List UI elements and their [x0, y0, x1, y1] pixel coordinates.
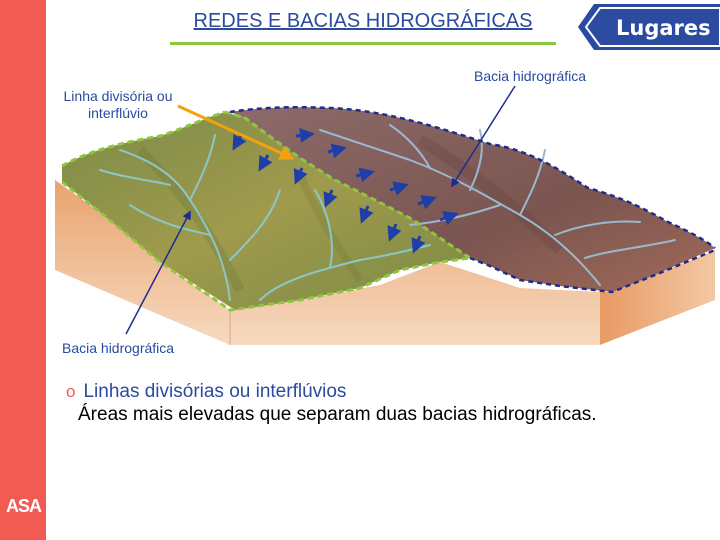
- basin-top-pointer-arrow: [451, 85, 516, 188]
- basin-label-top: Bacia hidrográfica: [474, 68, 587, 84]
- divide-line-central: [224, 110, 471, 260]
- divide-pointer-arrow: [177, 104, 295, 160]
- flow-arrows-left: [232, 133, 426, 254]
- divide-label: Linha divisória ou interflúvio: [63, 88, 173, 121]
- bullet-marker: o: [66, 382, 76, 401]
- page-title: REDES E BACIAS HIDROGRÁFICAS: [193, 10, 533, 32]
- asa-logo: ASA: [6, 496, 42, 530]
- flow-arrows-right: [295, 128, 459, 226]
- side-bar: [0, 0, 46, 540]
- bullet-item: o Linhas divisórias ou interflúvios: [66, 381, 346, 403]
- asa-logo-text: ASA: [6, 496, 42, 516]
- basin-label-bottom: Bacia hidrográfica: [62, 340, 175, 356]
- basin-bottom-pointer-arrow: [125, 210, 191, 335]
- right-basin-boundary: [229, 105, 716, 249]
- description-text: Áreas mais elevadas que separam duas bac…: [78, 404, 597, 425]
- right-basin-surface: [230, 107, 715, 292]
- lugares-tag-label: Lugares: [616, 16, 711, 40]
- right-basin-boundary-front: [469, 248, 716, 294]
- block-right-face: [600, 250, 715, 345]
- title-underline: [170, 42, 556, 45]
- bullet-heading: Linhas divisórias ou interflúvios: [83, 381, 347, 402]
- left-basin-rivers: [99, 134, 431, 301]
- lugares-tag: [578, 4, 720, 50]
- divide-line-left-front: [61, 180, 471, 312]
- right-basin-rivers: [319, 124, 676, 286]
- block-front-face: [55, 180, 600, 345]
